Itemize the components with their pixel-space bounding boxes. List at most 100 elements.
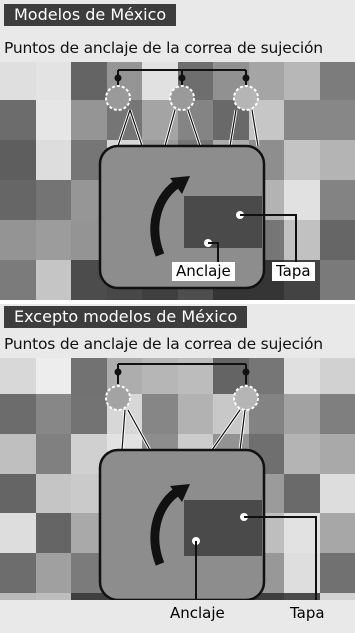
mosaic-tile bbox=[71, 354, 107, 394]
mosaic-tile bbox=[319, 433, 355, 474]
mosaic-tile bbox=[319, 260, 355, 300]
mosaic-tile bbox=[35, 433, 72, 474]
mosaic-tile bbox=[284, 354, 320, 394]
mosaic-tile bbox=[213, 100, 249, 140]
mosaic-tile bbox=[284, 513, 320, 554]
mosaic-tile bbox=[248, 553, 285, 594]
mosaic-tile bbox=[35, 260, 72, 300]
mosaic-tile bbox=[319, 354, 355, 394]
section-title: Modelos de México bbox=[4, 4, 177, 26]
mosaic-tile bbox=[0, 60, 36, 100]
mosaic-tile bbox=[142, 220, 178, 260]
mosaic-tile bbox=[319, 220, 355, 260]
mosaic-tile bbox=[71, 180, 107, 220]
mosaic-tile bbox=[142, 553, 178, 594]
mosaic-tile bbox=[142, 100, 178, 140]
anchor-points-caption: Puntos de anclaje de la correa de sujeci… bbox=[4, 39, 323, 57]
anchor-label: Anclaje bbox=[172, 262, 235, 281]
mosaic-tile bbox=[248, 393, 285, 434]
mosaic-tile bbox=[284, 100, 320, 140]
mosaic-tile bbox=[0, 513, 36, 554]
mosaic-tile bbox=[177, 140, 214, 180]
bottom-label-area bbox=[0, 600, 355, 633]
mosaic-tile bbox=[213, 60, 249, 100]
mosaic-tile bbox=[248, 100, 285, 140]
photo-mosaic-background bbox=[0, 354, 355, 633]
mosaic-tile bbox=[71, 140, 107, 180]
mosaic-tile bbox=[248, 60, 285, 100]
mosaic-tile bbox=[106, 180, 143, 220]
mosaic-tile bbox=[213, 220, 249, 260]
section-divider bbox=[0, 300, 355, 304]
mosaic-tile bbox=[284, 220, 320, 260]
section-mexico-models: Modelos de México Puntos de anclaje de l… bbox=[0, 0, 355, 300]
mosaic-tile bbox=[142, 140, 178, 180]
mosaic-tile bbox=[213, 473, 249, 514]
mosaic-tile bbox=[0, 354, 36, 394]
mosaic-tile bbox=[213, 393, 249, 434]
mosaic-tile bbox=[0, 393, 36, 434]
mosaic-tile bbox=[35, 220, 72, 260]
mosaic-tile bbox=[142, 354, 178, 394]
mosaic-tile bbox=[142, 473, 178, 514]
mosaic-tile bbox=[248, 140, 285, 180]
mosaic-tile bbox=[248, 513, 285, 554]
anchor-label: Anclaje bbox=[170, 604, 225, 622]
mosaic-tile bbox=[106, 473, 143, 514]
mosaic-tile bbox=[319, 393, 355, 434]
mosaic-tile bbox=[213, 354, 249, 394]
mosaic-tile bbox=[106, 553, 143, 594]
mosaic-tile bbox=[177, 553, 214, 594]
mosaic-tile bbox=[0, 260, 36, 300]
mosaic-tile bbox=[35, 60, 72, 100]
mosaic-tile bbox=[213, 180, 249, 220]
mosaic-tile bbox=[177, 393, 214, 434]
mosaic-tile bbox=[248, 180, 285, 220]
mosaic-tile bbox=[177, 513, 214, 554]
mosaic-tile bbox=[319, 140, 355, 180]
mosaic-tile bbox=[71, 260, 107, 300]
section-except-mexico-models: Excepto modelos de México Puntos de ancl… bbox=[0, 304, 355, 633]
mosaic-tile bbox=[106, 260, 143, 300]
mosaic-tile bbox=[284, 473, 320, 514]
mosaic-tile bbox=[177, 220, 214, 260]
mosaic-tile bbox=[71, 473, 107, 514]
mosaic-tile bbox=[71, 433, 107, 474]
mosaic-tile bbox=[35, 553, 72, 594]
mosaic-tile bbox=[319, 60, 355, 100]
mosaic-tile bbox=[0, 553, 36, 594]
mosaic-tile bbox=[248, 473, 285, 514]
mosaic-tile bbox=[142, 513, 178, 554]
mosaic-tile bbox=[284, 553, 320, 594]
mosaic-tile bbox=[71, 393, 107, 434]
mosaic-tile bbox=[35, 513, 72, 554]
mosaic-tile bbox=[35, 473, 72, 514]
mosaic-tile bbox=[213, 140, 249, 180]
cover-label: Tapa bbox=[290, 604, 325, 622]
mosaic-tile bbox=[106, 100, 143, 140]
mosaic-tile bbox=[35, 393, 72, 434]
mosaic-tile bbox=[284, 433, 320, 474]
mosaic-tile bbox=[248, 354, 285, 394]
mosaic-tile bbox=[106, 354, 143, 394]
mosaic-tile bbox=[142, 180, 178, 220]
mosaic-tile bbox=[319, 100, 355, 140]
mosaic-tile bbox=[319, 553, 355, 594]
mosaic-tile bbox=[319, 513, 355, 554]
mosaic-tile bbox=[71, 100, 107, 140]
mosaic-tile bbox=[213, 433, 249, 474]
mosaic-tile bbox=[0, 180, 36, 220]
mosaic-tile bbox=[248, 220, 285, 260]
mosaic-tile bbox=[35, 354, 72, 394]
mosaic-tile bbox=[319, 473, 355, 514]
mosaic-tile bbox=[248, 433, 285, 474]
mosaic-tile bbox=[106, 513, 143, 554]
mosaic-tile bbox=[71, 220, 107, 260]
mosaic-tile bbox=[284, 180, 320, 220]
mosaic-tile bbox=[0, 100, 36, 140]
mosaic-tile bbox=[142, 60, 178, 100]
mosaic-tile bbox=[213, 513, 249, 554]
mosaic-tile bbox=[284, 140, 320, 180]
section-title: Excepto modelos de México bbox=[4, 306, 248, 328]
